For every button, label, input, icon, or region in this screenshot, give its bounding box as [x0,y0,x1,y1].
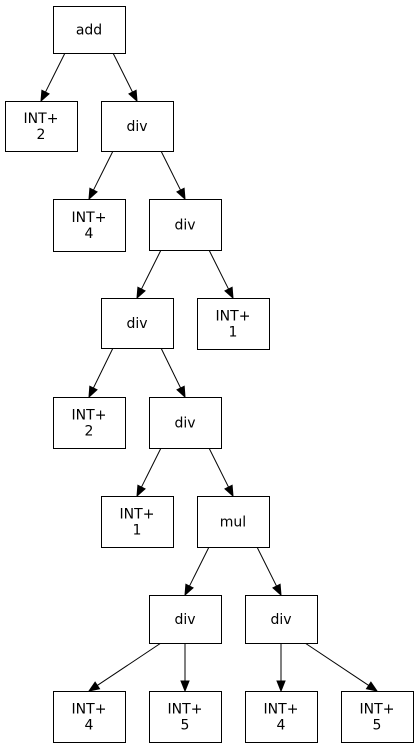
node-label-line: INT+ [72,702,107,718]
node-label-line: INT+ [264,702,299,718]
tree-node-n4: div [149,199,222,251]
node-label-line: 1 [229,325,238,341]
node-label-line: INT+ [24,111,59,127]
edge-n2-n3 [93,150,114,191]
node-box [53,199,126,252]
node-label-line: div [270,612,291,628]
node-label-line: 5 [181,718,190,734]
tree-node-n16: INT+5 [341,691,414,743]
node-label-line: div [126,316,147,332]
arrowhead-n5-n7 [88,385,98,399]
tree-node-n7: INT+2 [53,397,126,449]
tree-node-n3: INT+4 [53,199,126,252]
node-label-line: INT+ [216,309,251,325]
node-label-line: INT+ [72,408,107,424]
arrowhead-n4-n5 [136,286,146,300]
node-label-line: 4 [85,718,94,734]
node-label-line: div [126,119,147,135]
node-box [245,691,318,743]
edge-n11-n13 [97,642,162,686]
arrowhead-n0-n1 [40,89,50,103]
node-label-line: div [174,612,195,628]
edge-n0-n2 [112,52,133,93]
edges-layer [40,52,379,693]
node-label-line: 4 [277,718,286,734]
node-box [101,101,174,152]
tree-node-n5: div [101,298,174,349]
arrowhead-n2-n3 [88,187,98,201]
arrowhead-n4-n6 [224,286,234,300]
node-box [101,298,174,349]
node-label-line: 4 [85,226,94,242]
edge-n5-n8 [160,347,182,389]
arrowhead-n2-n4 [176,187,186,201]
arrowhead-n11-n13 [87,681,101,692]
edge-n10-n11 [189,546,210,587]
node-label-line: mul [220,515,246,531]
tree-node-n0: add [53,6,126,54]
node-label-line: div [174,416,195,432]
edge-n4-n5 [141,249,162,290]
node-label-line: 1 [133,523,142,539]
arrowhead-n11-n14 [180,680,190,693]
node-box [149,595,222,644]
tree-node-n13: INT+4 [53,691,126,743]
tree-node-n10: mul [197,496,270,548]
arrowhead-n10-n12 [272,583,282,597]
tree-node-n1: INT+2 [5,101,78,152]
edge-n8-n10 [208,447,229,488]
node-label-line: div [174,218,195,234]
node-box [197,496,270,548]
node-box [341,691,414,743]
node-box [53,397,126,449]
node-box [149,397,222,449]
arrowhead-n12-n16 [365,681,379,692]
node-label-line: 2 [85,424,94,440]
tree-node-n12: div [245,595,318,644]
edge-n12-n16 [304,642,369,686]
node-box [245,595,318,644]
node-label-line: 2 [37,127,46,143]
tree-node-n2: div [101,101,174,152]
node-box [53,6,126,54]
node-box [101,496,174,548]
edge-n4-n6 [208,249,229,290]
node-label-line: 5 [373,718,382,734]
tree-node-n9: INT+1 [101,496,174,548]
tree-node-n14: INT+5 [149,691,222,743]
arrowhead-n0-n2 [128,89,138,103]
tree-node-n6: INT+1 [197,298,270,350]
node-label-line: add [76,23,102,39]
node-box [197,298,270,350]
node-label-line: INT+ [168,702,203,718]
node-label-line: INT+ [72,210,107,226]
node-box [149,199,222,251]
node-label-line: INT+ [120,507,155,523]
arrowhead-n12-n15 [276,680,286,693]
node-box [149,691,222,743]
edge-n8-n9 [141,447,162,488]
tree-node-n11: div [149,595,222,644]
edge-n10-n12 [256,546,277,587]
tree-node-n15: INT+4 [245,691,318,743]
node-box [53,691,126,743]
edge-n5-n7 [92,347,114,389]
arrowhead-n10-n11 [184,583,194,597]
arrowhead-n5-n8 [176,385,186,399]
arrowhead-n8-n10 [224,484,234,498]
edge-n0-n1 [45,52,66,93]
tree-node-n8: div [149,397,222,449]
node-box [5,101,78,152]
edge-n2-n4 [160,150,181,191]
node-label-line: INT+ [360,702,395,718]
arrowhead-n8-n9 [136,484,146,498]
